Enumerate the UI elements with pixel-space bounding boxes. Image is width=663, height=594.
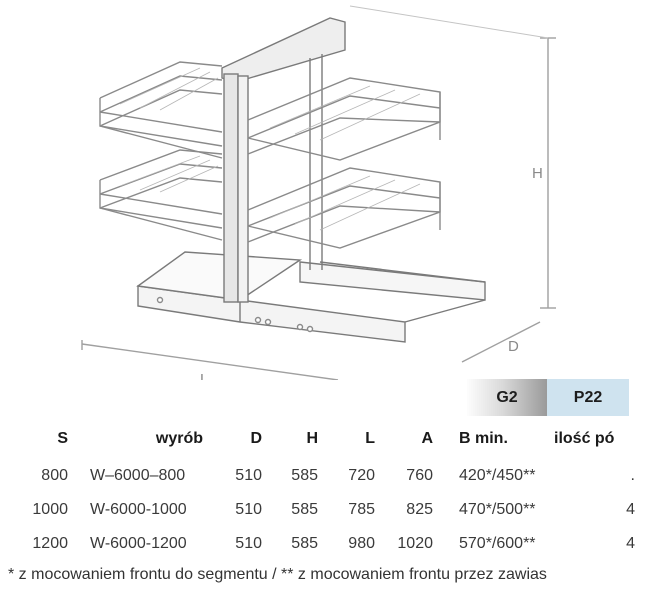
cell-quantity: . — [630, 467, 635, 484]
cell-b-min: 570*/600** — [459, 535, 536, 552]
cell-d: 510 — [235, 535, 262, 552]
header-b-min: B min. — [459, 430, 508, 447]
cell-b-min: 470*/500** — [459, 501, 536, 518]
cell-d: 510 — [235, 467, 262, 484]
header-l: L — [365, 430, 375, 447]
height-dimension-label: H — [532, 165, 543, 182]
cell-h: 585 — [291, 535, 318, 552]
depth-dimension-line — [461, 321, 541, 363]
cell-d: 510 — [235, 501, 262, 518]
header-product: wyrób — [155, 430, 203, 447]
length-dimension-line — [81, 343, 339, 380]
table-row: 1200 W-6000-1200 510 585 980 1020 570*/6… — [0, 532, 663, 558]
table-row: 1000 W-6000-1000 510 585 785 825 470*/50… — [0, 498, 663, 524]
cell-product: W-6000-1000 — [90, 501, 187, 518]
depth-dimension-label: D — [508, 338, 519, 355]
cell-product: W-6000-1200 — [90, 535, 187, 552]
cell-h: 585 — [291, 501, 318, 518]
length-dimension-label: L — [200, 371, 208, 380]
cell-s: 800 — [41, 467, 68, 484]
header-quantity: ilość pó — [554, 430, 614, 447]
cell-b-min: 420*/450** — [459, 467, 536, 484]
cell-quantity: 4 — [626, 535, 635, 552]
cell-l: 785 — [348, 501, 375, 518]
header-s: S — [57, 430, 68, 447]
header-a: A — [421, 430, 433, 447]
cell-quantity: 4 — [626, 501, 635, 518]
cell-l: 720 — [348, 467, 375, 484]
table-header: S wyrób D H L A B min. ilość pó — [0, 427, 663, 453]
cell-a: 825 — [406, 501, 433, 518]
footnote: * z mocowaniem frontu do segmentu / ** z… — [8, 566, 547, 583]
cell-a: 1020 — [397, 535, 433, 552]
table-row: 800 W–6000–800 510 585 720 760 420*/450*… — [0, 464, 663, 490]
badge-g2: G2 — [467, 379, 547, 416]
cell-l: 980 — [348, 535, 375, 552]
cell-product: W–6000–800 — [90, 467, 186, 484]
corner-basket-drawing: H L D — [81, 5, 556, 380]
cell-s: 1000 — [32, 501, 68, 518]
cell-s: 1200 — [32, 535, 68, 552]
badge-p22: P22 — [547, 379, 629, 416]
cell-a: 760 — [406, 467, 433, 484]
cell-h: 585 — [291, 467, 318, 484]
header-d: D — [250, 430, 262, 447]
header-h: H — [306, 430, 318, 447]
